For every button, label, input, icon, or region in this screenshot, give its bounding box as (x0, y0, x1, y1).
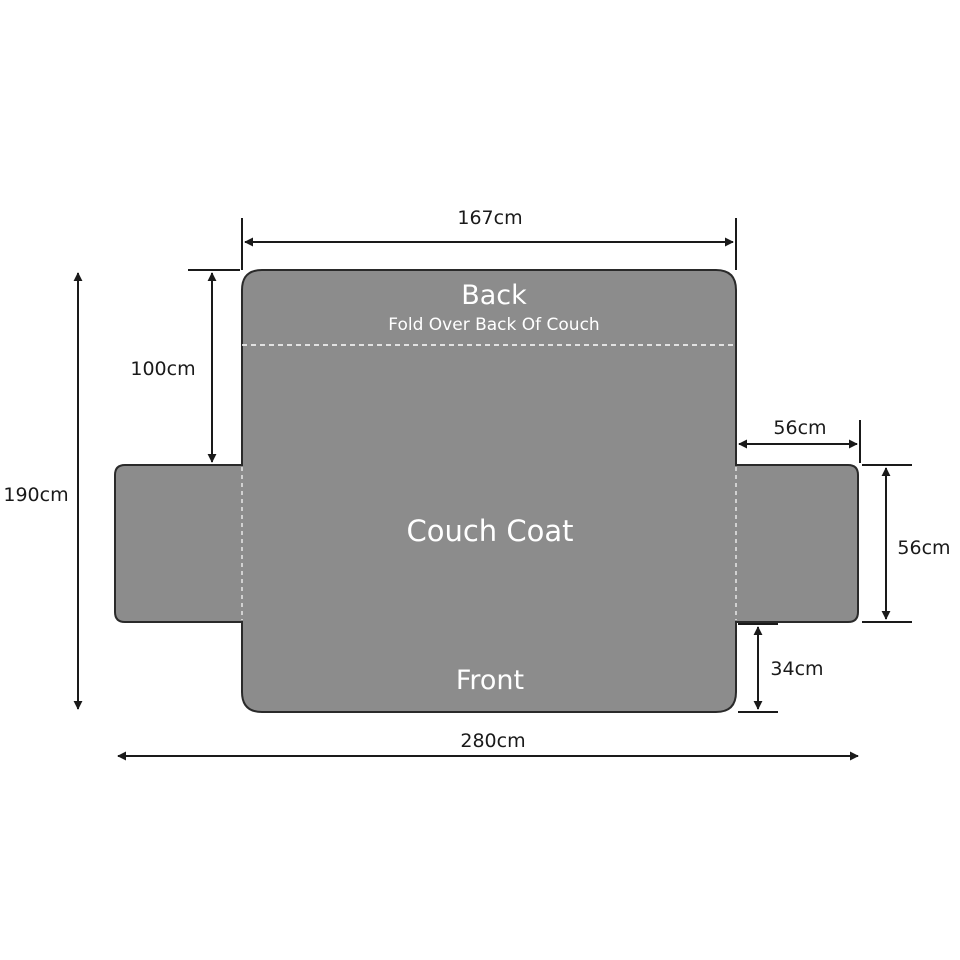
back-depth-label: 100cm (130, 358, 195, 380)
back-sublabel: Fold Over Back Of Couch (388, 315, 599, 335)
center-label: Couch Coat (406, 514, 573, 548)
total-width-label: 280cm (460, 730, 525, 752)
arm-height-label: 56cm (897, 537, 950, 559)
cover-shape (114, 269, 859, 713)
dimension-lines (73, 218, 912, 761)
back-label: Back (461, 280, 527, 311)
back-width-label: 167cm (457, 207, 522, 229)
front-label: Front (456, 665, 524, 696)
arm-width-label: 56cm (773, 417, 826, 439)
front-height-label: 34cm (770, 658, 823, 680)
couch-cover: Back Fold Over Back Of Couch Couch Coat … (114, 269, 859, 713)
dimension-labels: 167cm 100cm 190cm 56cm 56cm 34cm 280cm (3, 207, 950, 752)
total-height-label: 190cm (3, 484, 68, 506)
